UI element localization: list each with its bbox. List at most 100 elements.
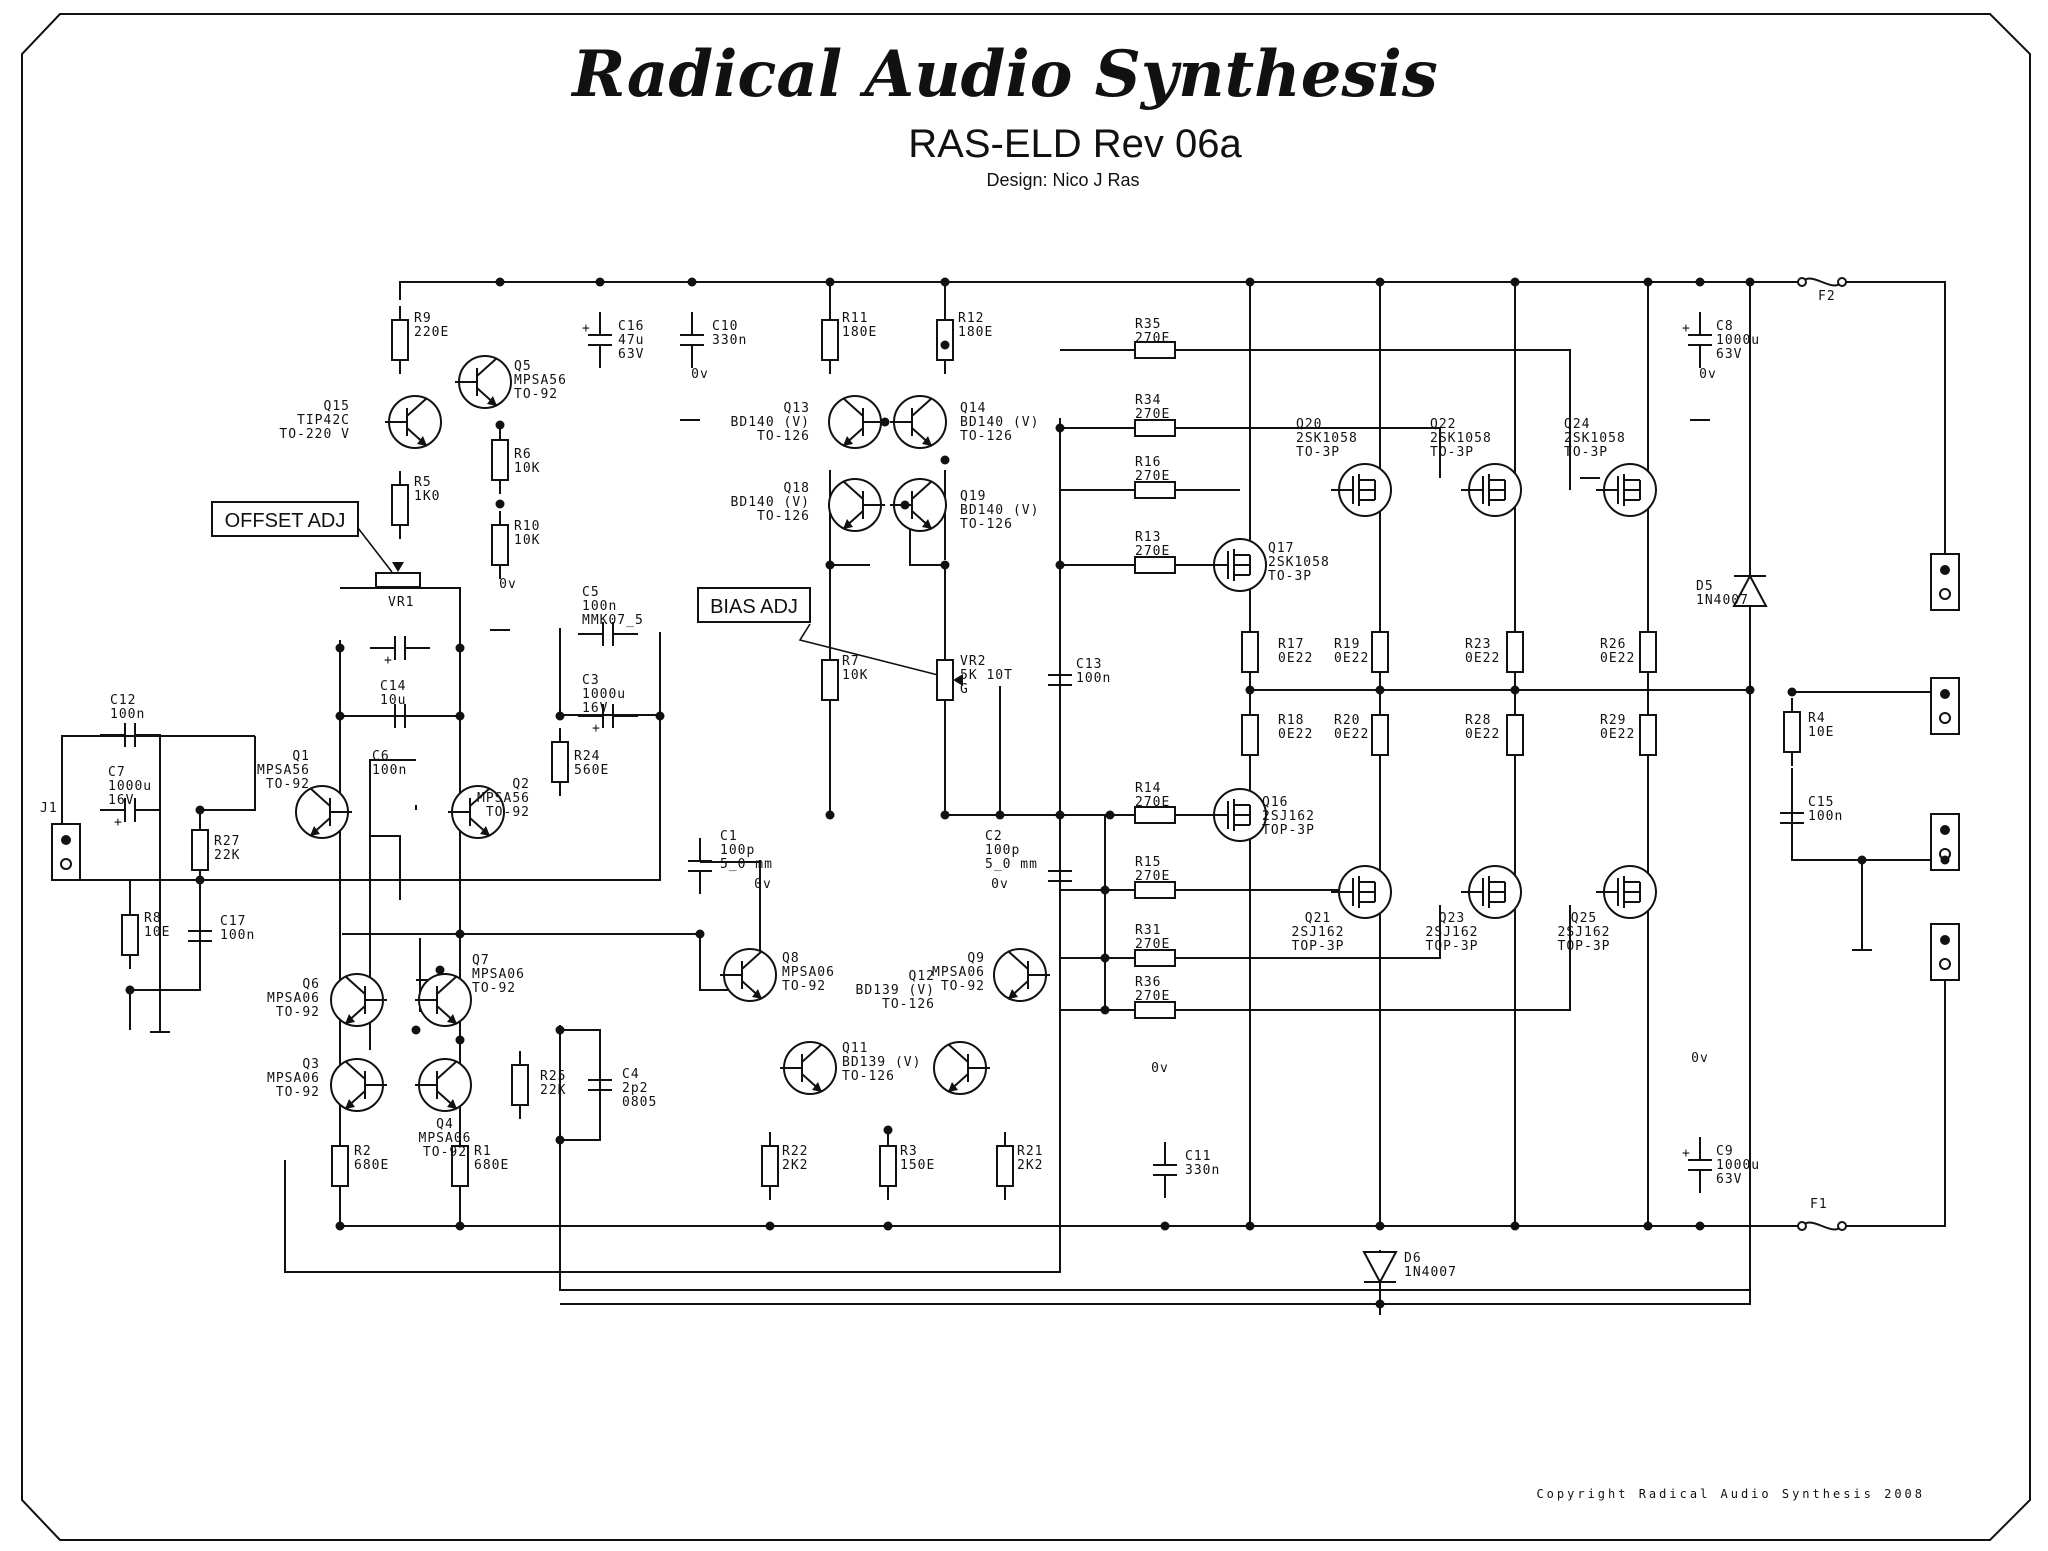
junction-dot (1643, 1221, 1653, 1231)
zero-volt-terminal: 0v (1151, 1061, 1169, 1076)
speaker-terminal-2 (1930, 677, 1960, 735)
junction-dot (900, 500, 910, 510)
svg-text:+: + (114, 815, 123, 830)
designer-credit: Design: Nico J Ras (986, 170, 1139, 190)
junction-dot (1787, 687, 1797, 697)
schematic-title: RAS-ELD Rev 06a (908, 122, 1242, 166)
speaker-terminal-1 (1930, 553, 1960, 611)
f2-label: F2 (1818, 289, 1836, 304)
svg-text:+: + (592, 721, 601, 736)
junction-dot (455, 711, 465, 721)
zero-volt-terminal: 0v (691, 367, 709, 382)
sheet-border (21, 13, 2031, 1541)
junction-dot (687, 277, 697, 287)
junction-dot (455, 929, 465, 939)
svg-text:0v: 0v (1699, 367, 1717, 382)
vr1-label: VR1 (388, 595, 414, 610)
svg-text:0v: 0v (1151, 1061, 1169, 1076)
junction-dot (940, 340, 950, 350)
zero-volt-terminal: 0v (1691, 1051, 1709, 1066)
zero-volt-terminal: 0v (754, 877, 771, 892)
junction-dot (1055, 810, 1065, 820)
junction-dot (940, 277, 950, 287)
svg-text:+: + (582, 321, 591, 336)
bias-adj-leader (798, 623, 939, 676)
svg-text:0v: 0v (691, 367, 709, 382)
junction-dot (125, 985, 135, 995)
junction-dot (1695, 277, 1705, 287)
junction-dot (1857, 855, 1867, 865)
rail-output-wires (1850, 281, 1946, 1227)
junction-dot (940, 810, 950, 820)
junction-dot (1245, 277, 1255, 287)
junction-dot (335, 711, 345, 721)
junction-dot (1510, 277, 1520, 287)
junction-dot (940, 560, 950, 570)
junction-dot (883, 1125, 893, 1135)
junction-dot (1375, 277, 1385, 287)
svg-text:0v: 0v (1691, 1051, 1709, 1066)
zero-volt-terminal: 0v (1699, 367, 1717, 382)
offset-adj-callout-box (211, 501, 359, 537)
junction-dot (1375, 1221, 1385, 1231)
junction-dot (1745, 277, 1755, 287)
junction-dot (195, 875, 205, 885)
bias-adj-callout: BIAS ADJ (710, 596, 798, 618)
positive-rail (399, 281, 1795, 300)
potentiometer-vr1: VR1 (375, 562, 421, 610)
junction-dot (335, 1221, 345, 1231)
